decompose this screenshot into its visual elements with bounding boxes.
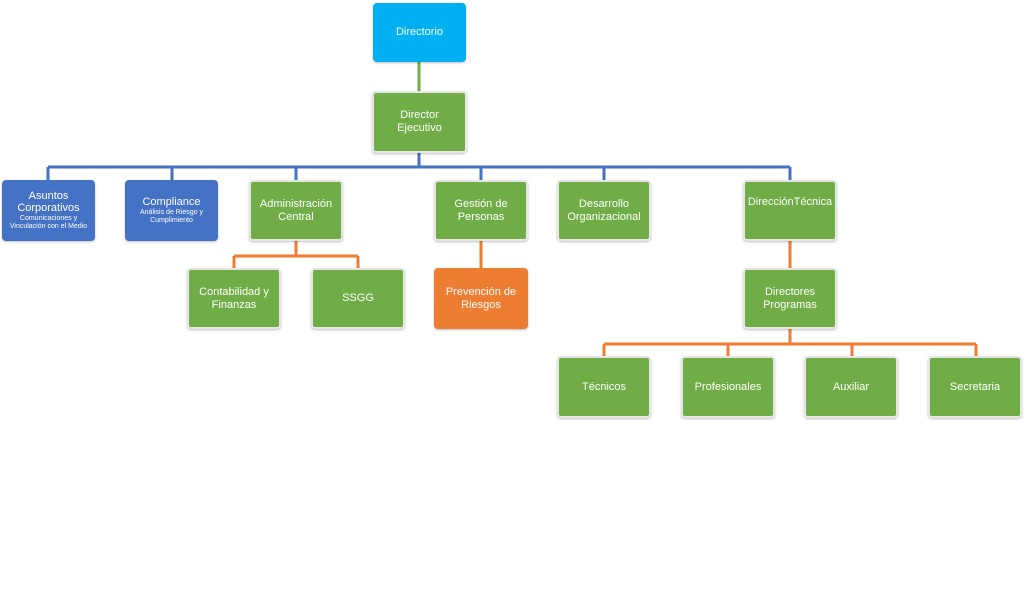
node-label: Técnicos <box>581 380 627 393</box>
node-subtitle: Comunicaciones y Vinculación con el Medi… <box>9 215 88 230</box>
node-gestion-personas: Gestión de Personas <box>434 180 528 241</box>
node-title: Compliance <box>142 196 201 208</box>
node-label: Directores Programas <box>763 285 817 311</box>
node-label: Director Ejecutivo <box>397 109 442 134</box>
node-tecnicos: Técnicos <box>557 356 651 418</box>
node-label: Gestión de Personas <box>454 197 508 223</box>
node-desarrollo-organizacional: Desarrollo Organizacional <box>557 180 651 241</box>
node-prevencion-riesgos: Prevención de Riesgos <box>434 268 528 329</box>
node-label: Prevención de Riesgos <box>445 285 517 311</box>
node-label: Profesionales <box>694 380 762 393</box>
node-directores-programas: Directores Programas <box>743 268 837 329</box>
node-directorio: Directorio <box>373 3 466 62</box>
node-auxiliar: Auxiliar <box>804 356 898 418</box>
node-label: Auxiliar <box>832 380 870 393</box>
node-label: SSGG <box>342 292 374 304</box>
node-director-ejecutivo: Director Ejecutivo <box>372 91 467 153</box>
node-profesionales: Profesionales <box>681 356 775 418</box>
node-label: Desarrollo Organizacional <box>567 197 641 223</box>
node-subtitle: Análisis de Riesgo y Cumplimiento <box>139 209 204 224</box>
node-asuntos-corporativos: Asuntos Corporativos Comunicaciones y Vi… <box>2 180 95 241</box>
node-label: Administración Central <box>259 197 333 223</box>
node-direccion-tecnica: DirecciónTécnica <box>743 180 837 241</box>
connector-director-children <box>46 152 792 181</box>
node-label: DirecciónTécnica <box>747 196 833 208</box>
node-label: Contabilidad y Finanzas <box>199 285 269 311</box>
node-compliance: Compliance Análisis de Riesgo y Cumplimi… <box>125 180 218 241</box>
node-label: Directorio <box>395 26 444 38</box>
node-title: Asuntos Corporativos <box>17 190 80 214</box>
node-administracion-central: Administración Central <box>249 180 343 241</box>
connector-directores-children <box>602 328 978 358</box>
connector-admin-children <box>232 240 360 270</box>
node-contabilidad-finanzas: Contabilidad y Finanzas <box>187 268 281 329</box>
node-ssgg: SSGG <box>311 268 405 329</box>
node-label: Secretaria <box>949 380 1001 393</box>
node-secretaria: Secretaria <box>928 356 1022 418</box>
